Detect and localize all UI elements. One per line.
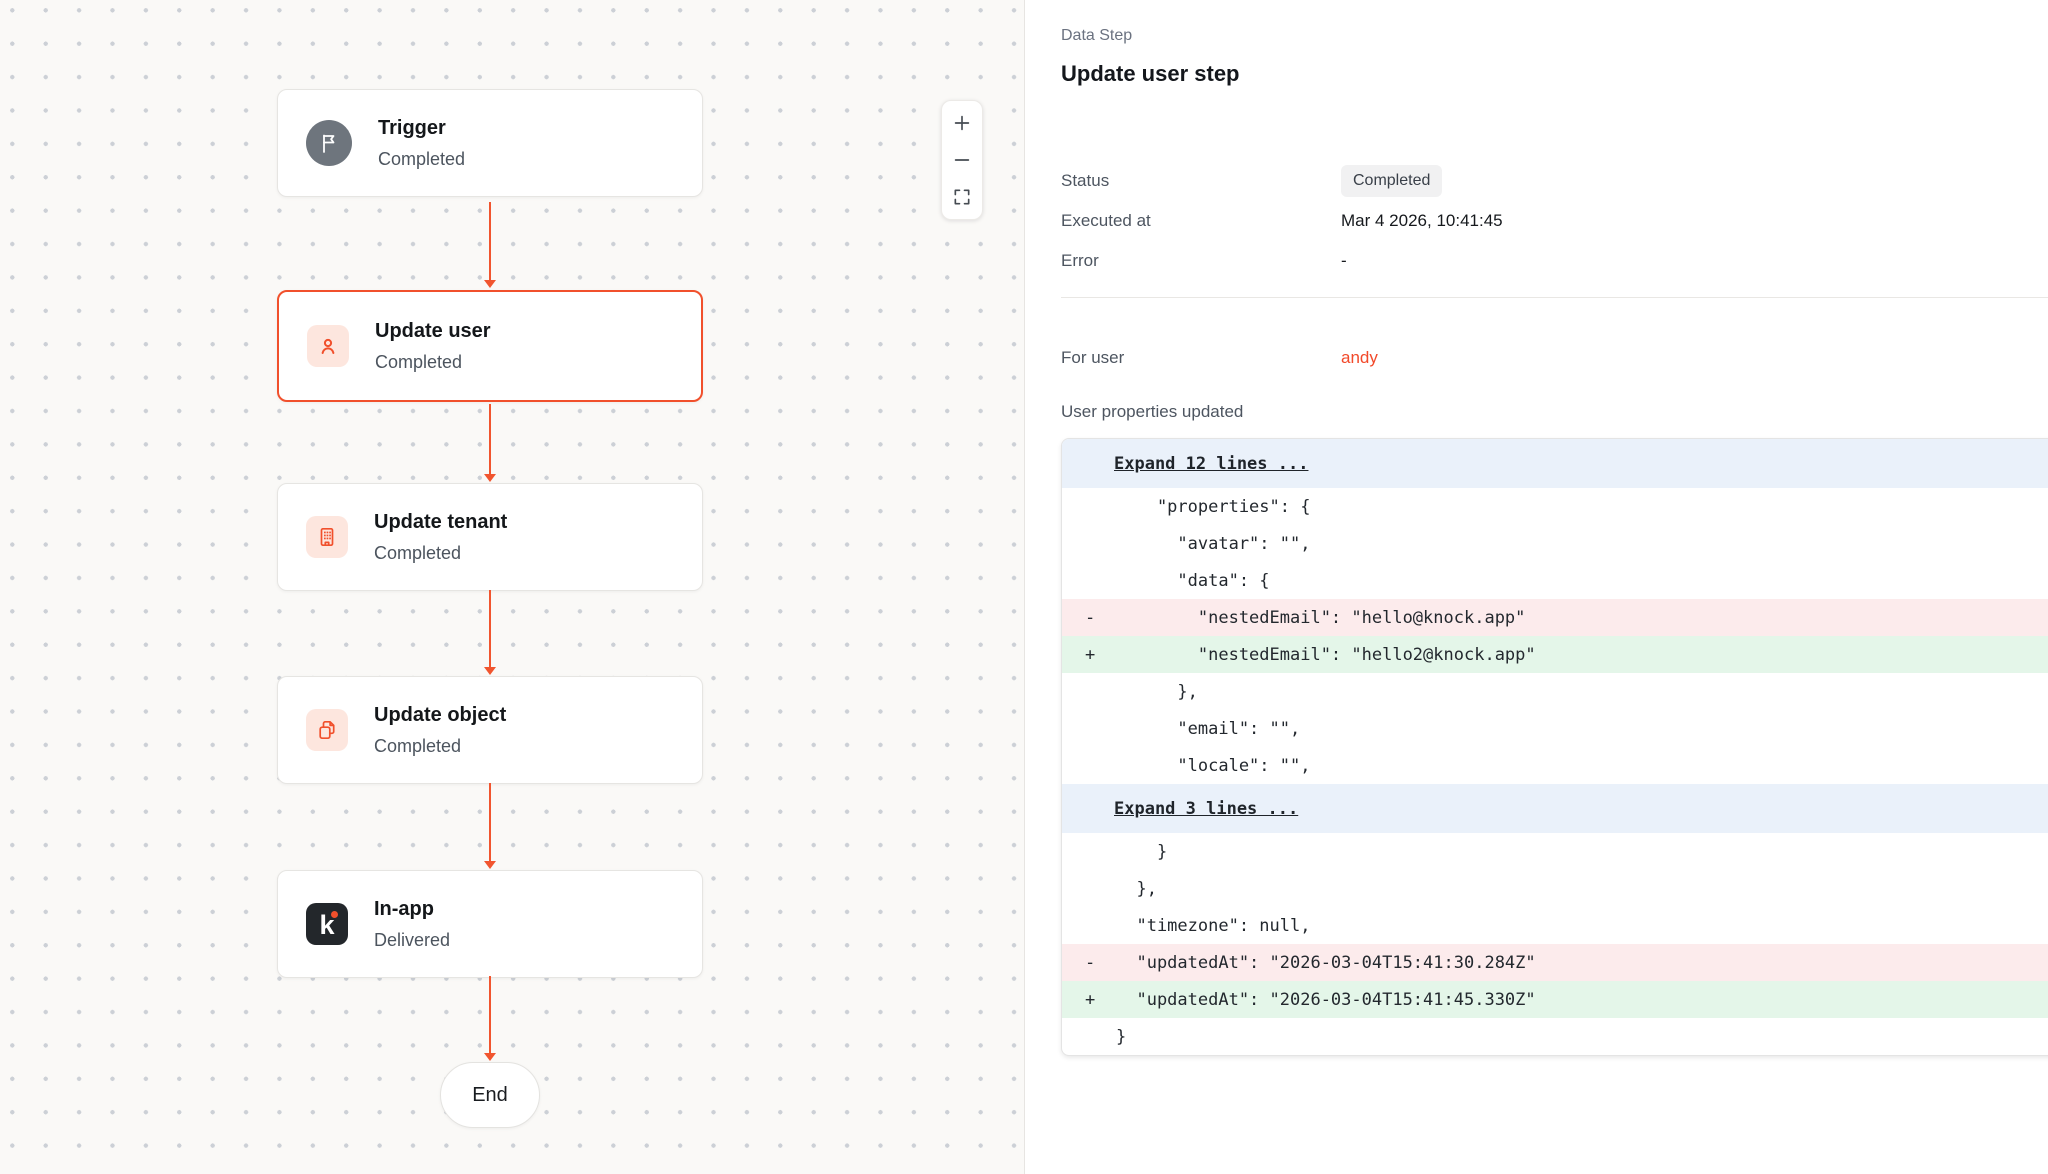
section-divider <box>1061 297 2048 298</box>
for-user-row: For user andy <box>1061 348 2048 368</box>
node-end[interactable]: End <box>440 1062 540 1128</box>
node-title: Update user <box>375 320 491 342</box>
executed-at-value: Mar 4 2026, 10:41:45 <box>1341 211 1503 230</box>
copy-icon <box>306 709 348 751</box>
diff-removed-row: - "nestedEmail": "hello@knock.app" <box>1062 599 2048 636</box>
diff-sign: - <box>1085 952 1096 973</box>
node-title: Trigger <box>378 117 446 139</box>
step-detail-panel: Data Step Update user step Status Comple… <box>1024 0 2048 1174</box>
node-status: Completed <box>375 352 463 372</box>
diff-context-row: "locale": "", <box>1062 747 2048 784</box>
node-update-user[interactable]: Update user Completed <box>277 290 703 402</box>
diff-sign: - <box>1085 607 1096 628</box>
edge-arrow <box>484 404 496 482</box>
node-update-tenant[interactable]: Update tenant Completed <box>277 483 703 591</box>
diff-sign: + <box>1085 644 1096 665</box>
edge-arrow <box>484 202 496 288</box>
meta-label: Status <box>1061 171 1110 190</box>
diff-context-row: } <box>1062 833 2048 870</box>
for-user-label: For user <box>1061 348 1125 367</box>
diff-sign: + <box>1085 989 1096 1010</box>
zoom-in-button[interactable] <box>950 111 974 135</box>
node-status: Completed <box>374 736 462 756</box>
meta-row-executed-at: Executed at Mar 4 2026, 10:41:45 <box>1061 211 2048 231</box>
diff-code: } <box>1116 1026 1127 1047</box>
edge-arrow <box>484 976 496 1061</box>
edge-arrow <box>484 590 496 675</box>
flag-icon <box>306 120 352 166</box>
diff-added-row: + "nestedEmail": "hello2@knock.app" <box>1062 636 2048 673</box>
node-status: Completed <box>374 543 462 563</box>
building-icon <box>306 516 348 558</box>
meta-label: Executed at <box>1061 211 1151 230</box>
diff-code: "nestedEmail": "hello@knock.app" <box>1116 607 1526 628</box>
node-update-object[interactable]: Update object Completed <box>277 676 703 784</box>
meta-label: Error <box>1061 251 1099 270</box>
diff-context-row: "email": "", <box>1062 710 2048 747</box>
page-title: Update user step <box>1061 61 1240 86</box>
node-title: Update tenant <box>374 511 508 533</box>
node-in-app[interactable]: k In-app Delivered <box>277 870 703 978</box>
diff-context-row: } <box>1062 1018 2048 1055</box>
diff-expand-row: Expand 3 lines ... <box>1062 784 2048 833</box>
node-trigger[interactable]: Trigger Completed <box>277 89 703 197</box>
diff-code: }, <box>1116 681 1198 702</box>
knock-logo-dot <box>331 911 338 918</box>
meta-row-error: Error - <box>1061 251 2048 271</box>
knock-logo: k <box>306 903 348 945</box>
diff-code: "updatedAt": "2026-03-04T15:41:45.330Z" <box>1116 989 1536 1010</box>
diff-context-row: "avatar": "", <box>1062 525 2048 562</box>
canvas-zoom-toolbar <box>941 100 983 220</box>
diff-code: "properties": { <box>1116 496 1311 517</box>
diff-code: "avatar": "", <box>1116 533 1311 554</box>
step-kicker: Data Step <box>1061 27 1133 44</box>
node-title: Update object <box>374 704 507 726</box>
diff-context-row: "data": { <box>1062 562 2048 599</box>
diff-code: "nestedEmail": "hello2@knock.app" <box>1116 644 1536 665</box>
node-status: Delivered <box>374 930 451 950</box>
status-badge: Completed <box>1341 165 1443 197</box>
end-label: End <box>472 1083 508 1106</box>
diff-code: "email": "", <box>1116 718 1301 739</box>
properties-diff-viewer: Expand 12 lines ... "properties": { "ava… <box>1061 438 2048 1056</box>
diff-code: "timezone": null, <box>1116 915 1311 936</box>
diff-removed-row: - "updatedAt": "2026-03-04T15:41:30.284Z… <box>1062 944 2048 981</box>
diff-context-row: "properties": { <box>1062 488 2048 525</box>
edge-arrow <box>484 783 496 869</box>
diff-code: "data": { <box>1116 570 1270 591</box>
node-status: Completed <box>378 149 466 169</box>
diff-context-row: }, <box>1062 673 2048 710</box>
node-title: In-app <box>374 898 434 920</box>
expand-lines-link[interactable]: Expand 3 lines ... <box>1114 798 1299 819</box>
diff-context-row: "timezone": null, <box>1062 907 2048 944</box>
workflow-canvas[interactable]: Trigger Completed Update user Completed <box>0 0 1024 1174</box>
meta-row-status: Status Completed <box>1061 165 2048 197</box>
diff-expand-row: Expand 12 lines ... <box>1062 439 2048 488</box>
diff-context-row: }, <box>1062 870 2048 907</box>
step-meta: Status Completed Executed at Mar 4 2026,… <box>1061 165 2048 271</box>
error-value: - <box>1341 251 1347 270</box>
expand-lines-link[interactable]: Expand 12 lines ... <box>1114 453 1309 474</box>
diff-code: "updatedAt": "2026-03-04T15:41:30.284Z" <box>1116 952 1536 973</box>
diff-added-row: + "updatedAt": "2026-03-04T15:41:45.330Z… <box>1062 981 2048 1018</box>
user-icon <box>307 325 349 367</box>
diff-code: } <box>1116 841 1168 862</box>
zoom-out-button[interactable] <box>950 148 974 172</box>
fit-view-button[interactable] <box>950 185 974 209</box>
diff-code: }, <box>1116 878 1157 899</box>
diff-code: "locale": "", <box>1116 755 1311 776</box>
knock-letter: k <box>319 909 335 940</box>
user-link[interactable]: andy <box>1341 348 1378 367</box>
diff-section-title: User properties updated <box>1061 402 1244 421</box>
